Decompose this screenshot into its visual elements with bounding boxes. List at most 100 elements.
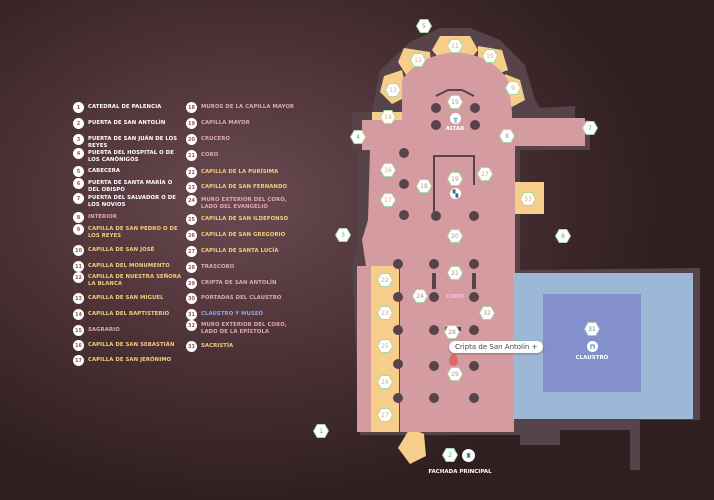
map-marker-27[interactable]: 27 [477, 167, 493, 181]
legend-number-badge: 32 [186, 320, 197, 331]
marker-number: 5 [417, 20, 431, 32]
map-marker-20[interactable]: 20 [447, 229, 463, 243]
altar-icon[interactable]: ╥ [450, 113, 461, 124]
marker-number: 4 [351, 131, 365, 143]
map-marker-25[interactable]: 25 [377, 339, 393, 353]
legend-item[interactable]: 33Sacristía [186, 341, 298, 352]
location-pin-icon[interactable] [449, 354, 458, 366]
marker-number: 7 [583, 122, 597, 134]
legend-item[interactable]: 23Capilla de San Fernando [186, 182, 298, 193]
map-marker-4[interactable]: 4 [350, 130, 366, 144]
legend-item[interactable]: 28Trascoro [186, 262, 298, 273]
map-marker-16[interactable]: 16 [380, 163, 396, 177]
legend-item[interactable]: 29Cripta de San Antolín [186, 278, 298, 289]
legend-item[interactable]: 32Muro exterior del coro, lado de la Epí… [186, 320, 298, 336]
legend-label: Puerta de San Antolín [88, 120, 166, 126]
legend-item[interactable]: 20Crucero [186, 134, 298, 145]
legend-label: Claustro y Museo [201, 311, 264, 317]
cloister-icon[interactable]: ⊓ [587, 341, 598, 352]
legend-label: Capilla del Monumento [88, 263, 170, 269]
legend-item[interactable]: 11Capilla del Monumento [73, 261, 185, 272]
legend-item[interactable]: 26Capilla de San Gregorio [186, 230, 298, 241]
map-marker-18[interactable]: 18 [416, 179, 432, 193]
legend-item[interactable]: 30Portadas del Claustro [186, 293, 298, 304]
map-marker-23[interactable]: 23 [377, 306, 393, 320]
legend-label: Sagrario [88, 327, 120, 333]
legend-item[interactable]: 18Muros de la Capilla Mayor [186, 102, 298, 113]
legend-number-badge: 3 [73, 134, 84, 145]
map-marker-21[interactable]: 21 [447, 266, 463, 280]
legend-label: Muro exterior del coro, lado del Evangel… [201, 197, 287, 210]
legend-number-badge: 6 [73, 178, 84, 189]
legend-number-badge: 27 [186, 246, 197, 257]
marker-number: 2 [443, 449, 457, 461]
map-marker-9[interactable]: 9 [505, 81, 521, 95]
map-marker-19[interactable]: 19 [447, 172, 463, 186]
map-marker-31[interactable]: 31 [584, 322, 600, 336]
choir-stalls-icon[interactable]: ▚ [450, 188, 461, 199]
legend-item[interactable]: 13Capilla de San Miguel [73, 293, 185, 304]
legend-item[interactable]: 12Capilla de Nuestra Señora la Blanca [73, 272, 185, 288]
map-marker-29[interactable]: 29 [447, 367, 463, 381]
map-marker-3[interactable]: 3 [335, 228, 351, 242]
legend-item[interactable]: 10Capilla de San José [73, 245, 185, 256]
legend-item[interactable]: 8 Interior [73, 212, 185, 223]
map-marker-15[interactable]: 15 [447, 95, 463, 109]
legend-item[interactable]: 24Muro exterior del coro, lado del Evang… [186, 195, 298, 211]
map-marker-10[interactable]: 10 [482, 49, 498, 63]
legend-item[interactable]: 25Capilla de San Ildefonso [186, 214, 298, 225]
legend-item[interactable]: 5Cabecera [73, 166, 185, 177]
map-marker-7[interactable]: 7 [582, 121, 598, 135]
facade-icon[interactable]: ♜ [462, 449, 475, 462]
tooltip-cripta[interactable]: Cripta de San Antolín + [449, 341, 544, 353]
legend-item[interactable]: 16Capilla de San Sebastián [73, 340, 185, 351]
marker-number: 29 [448, 368, 462, 380]
legend-item[interactable]: 19Capilla Mayor [186, 118, 298, 129]
legend-number-badge: 1 [73, 102, 84, 113]
map-marker-8[interactable]: 8 [499, 129, 515, 143]
legend-item[interactable]: 7Puerta del Salvador o de los Novios [73, 193, 185, 209]
map-marker-17[interactable]: 17 [380, 193, 396, 207]
marker-number: 15 [448, 96, 462, 108]
legend-number-badge: 16 [73, 340, 84, 351]
legend-item[interactable]: 4Puerta del Hospital o de los Canónigos [73, 148, 185, 164]
map-marker-6[interactable]: 6 [555, 229, 571, 243]
map-marker-5[interactable]: 5 [416, 19, 432, 33]
legend-item[interactable]: 21Coro [186, 150, 298, 161]
legend-number-badge: 14 [73, 309, 84, 320]
legend-item[interactable]: 3Puerta de San Juán de los Reyes [73, 134, 185, 150]
legend-number-badge: 9 [73, 224, 84, 235]
legend-item[interactable]: 15Sagrario [73, 325, 185, 336]
map-marker-13[interactable]: 13 [385, 83, 401, 97]
legend-number-badge: 19 [186, 118, 197, 129]
legend-item[interactable]: 27 Capilla de Santa Lucía [186, 246, 298, 257]
legend-label: Capilla de la Purísima [201, 169, 279, 175]
map-marker-11[interactable]: 11 [447, 39, 463, 53]
map-marker-27[interactable]: 27 [377, 408, 393, 422]
map-marker-28[interactable]: 28 [444, 325, 460, 339]
map-marker-24[interactable]: 24 [412, 289, 428, 303]
marker-number: 14 [381, 111, 395, 123]
legend-label: Puerta del Salvador o de los Novios [88, 195, 177, 208]
legend-label: Capilla de San Ildefonso [201, 216, 289, 222]
map-marker-32[interactable]: 32 [479, 306, 495, 320]
map-marker-12[interactable]: 12 [410, 53, 426, 67]
map-marker-22[interactable]: 22 [377, 273, 393, 287]
legend-item[interactable]: 6Puerta de Santa María o del Obispo [73, 178, 185, 194]
legend-item[interactable]: 2Puerta de San Antolín [73, 118, 185, 129]
legend-label: Capilla de Santa Lucía [201, 248, 279, 254]
map-marker-14[interactable]: 14 [380, 110, 396, 124]
legend-label: Interior [88, 214, 118, 220]
legend-number-badge: 8 [73, 212, 84, 223]
legend-item[interactable]: 22Capilla de la Purísima [186, 167, 298, 178]
legend-item[interactable]: 14Capilla del Baptisterio [73, 309, 185, 320]
legend-item[interactable]: 1Catedral de Palencia [73, 102, 185, 113]
map-marker-2[interactable]: 2 [442, 448, 458, 462]
legend-item[interactable]: 9Capilla de San Pedro o de los Reyes [73, 224, 185, 240]
map-marker-26[interactable]: 26 [377, 375, 393, 389]
map-marker-1[interactable]: 1 [313, 424, 329, 438]
legend-number-badge: 20 [186, 134, 197, 145]
legend-item[interactable]: 17Capilla de San Jerónimo [73, 355, 185, 366]
legend-item[interactable]: 31Claustro y Museo [186, 309, 298, 320]
map-marker-33[interactable]: 33 [520, 192, 536, 206]
